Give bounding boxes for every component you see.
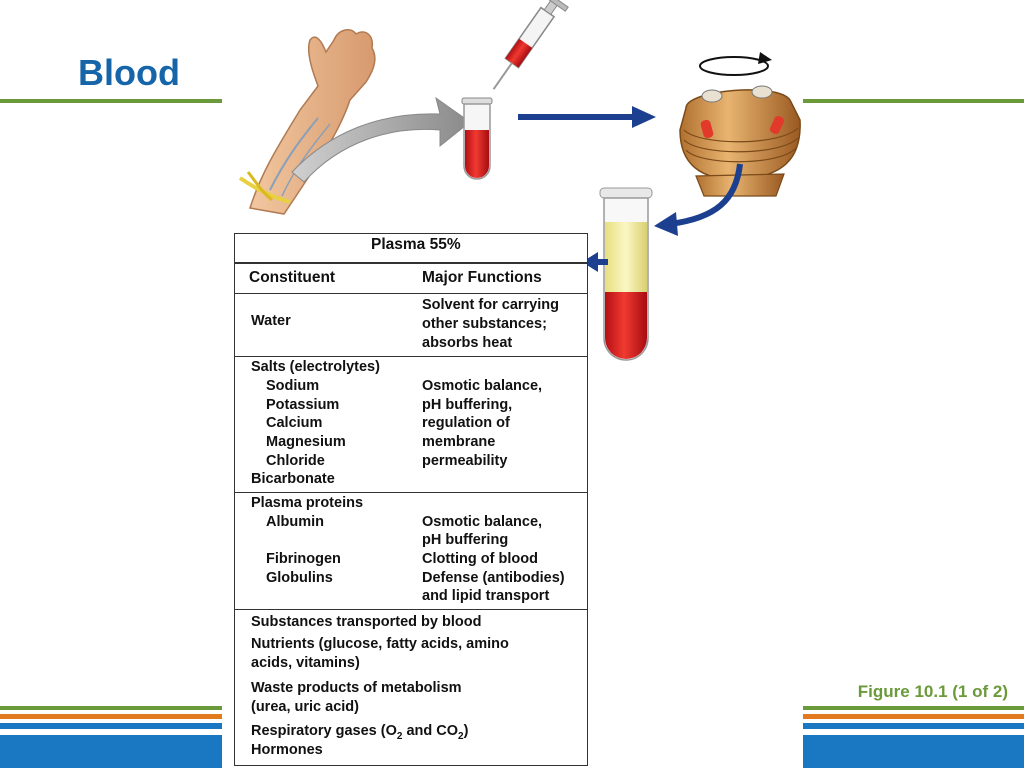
globulins-function-line: and lipid transport	[422, 588, 550, 604]
table-divider	[235, 609, 587, 610]
water-function-line: other substances;	[422, 316, 547, 332]
rotation-arrow-icon	[699, 52, 772, 76]
salts-function-line: regulation of	[422, 415, 510, 431]
water-function-line: absorbs heat	[422, 335, 513, 351]
waste-line: (urea, uric acid)	[251, 699, 359, 715]
figure-caption: Figure 10.1 (1 of 2)	[857, 682, 1008, 701]
globulins-label: Globulins	[266, 570, 333, 586]
footer-stripe-orange-right	[803, 714, 1024, 719]
proteins-label: Plasma proteins	[251, 495, 364, 511]
footer-stripe-orange-left	[0, 714, 222, 719]
footer-stripe-blue-right	[803, 723, 1024, 729]
salt-item: Chloride	[266, 453, 325, 469]
salt-item: Magnesium	[266, 434, 346, 450]
fibrinogen-label: Fibrinogen	[266, 551, 341, 567]
footer-block-blue-left	[0, 735, 222, 768]
table-divider	[235, 492, 587, 493]
table-divider	[235, 293, 587, 294]
gases-sub2: 2	[458, 731, 464, 742]
salt-item: Calcium	[266, 415, 323, 431]
salts-label: Salts (electrolytes)	[251, 359, 380, 375]
albumin-function-line: Osmotic balance,	[422, 514, 543, 530]
blue-arrow-curved	[654, 163, 743, 236]
nutrients-line: Nutrients (glucose, fatty acids, amino	[251, 636, 509, 652]
gases-mid: and CO	[402, 723, 459, 739]
slide-title: Blood	[78, 52, 180, 93]
header-constituent: Constituent	[249, 269, 336, 286]
blue-arrow-right	[518, 106, 656, 128]
table-title: Plasma 55%	[371, 236, 461, 253]
transported-heading: Substances transported by blood	[251, 614, 482, 630]
separated-tube-icon	[599, 187, 653, 361]
title-rule-left	[0, 99, 222, 103]
plasma-table: Plasma 55% Constituent Major Functions W…	[234, 233, 588, 766]
gases-suffix: )	[463, 723, 469, 739]
respiratory-gases: Respiratory gases (O2 and CO2)	[251, 722, 469, 742]
salt-item: Sodium	[266, 378, 320, 394]
title-rule-right	[803, 99, 1024, 103]
syringe-icon	[492, 0, 569, 90]
footer-stripe-green-left	[0, 706, 222, 710]
waste-line: Waste products of metabolism	[251, 680, 462, 696]
water-function-line: Solvent for carrying	[422, 297, 559, 313]
header-functions: Major Functions	[422, 269, 542, 286]
gases-sub1: 2	[396, 731, 403, 742]
salts-function-line: permeability	[422, 453, 508, 469]
footer-stripe-green-right	[803, 706, 1024, 710]
table-divider	[235, 356, 587, 357]
table-divider	[235, 262, 587, 264]
albumin-function-line: pH buffering	[422, 532, 509, 548]
salts-function-line: Osmotic balance,	[422, 378, 543, 394]
salts-function-line: pH buffering,	[422, 397, 513, 413]
test-tube-icon	[461, 97, 493, 180]
footer-block-blue-right	[803, 735, 1024, 768]
hormones-line: Hormones	[251, 742, 323, 758]
footer-stripe-blue-left	[0, 723, 222, 729]
arm-icon	[238, 29, 376, 215]
albumin-label: Albumin	[266, 514, 324, 530]
water-label: Water	[251, 313, 291, 329]
salts-function-line: membrane	[422, 434, 496, 450]
fibrinogen-function: Clotting of blood	[422, 551, 538, 567]
globulins-function-line: Defense (antibodies)	[422, 570, 565, 586]
nutrients-line: acids, vitamins)	[251, 655, 360, 671]
blue-arrow-left	[582, 252, 608, 272]
salt-item: Bicarbonate	[251, 471, 335, 487]
centrifuge-icon	[679, 85, 801, 197]
salt-item: Potassium	[266, 397, 340, 413]
gases-prefix: Respiratory gases (O	[251, 723, 397, 739]
